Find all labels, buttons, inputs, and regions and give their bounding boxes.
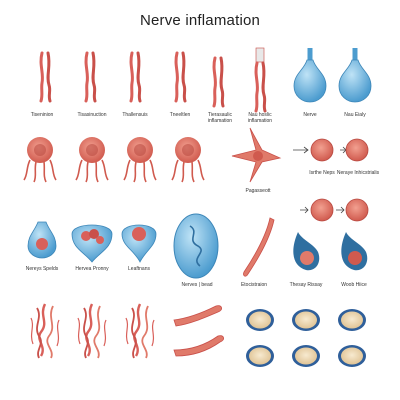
label-neraye: Neraye Inhicstrialis	[336, 170, 380, 176]
wiry-nerve-icon	[29, 302, 156, 360]
nerve-fiber-icon	[39, 51, 225, 108]
round-cell-icon	[310, 138, 369, 222]
axon-segment-icon	[173, 305, 224, 357]
label-etocistraion: Etocistraion	[240, 282, 268, 288]
blue-bulb-icon	[293, 47, 372, 103]
flask-cell-icon	[27, 221, 157, 263]
label-thallensuis: Thallensuis	[122, 112, 148, 118]
syringe-fiber-icon	[254, 47, 267, 113]
label-nereys-spelds: Nereys Spelds	[25, 266, 59, 272]
label-pagasseott: Pagasseott	[245, 188, 271, 194]
label-nerve: Nerve	[303, 112, 317, 118]
label-tneeltlen: Tneeltlen	[169, 112, 191, 118]
cross-cell-icon	[231, 127, 282, 183]
page-title: Nerve inflamation	[139, 12, 261, 29]
neuron-cell-icon	[23, 136, 205, 183]
label-woob-hiice: Woob Hiice	[341, 282, 367, 288]
label-isrthe-neps: Isrthe Neps	[309, 170, 335, 176]
label-leaftnans: Leaftnans	[128, 266, 150, 272]
oval-cell-icon	[173, 213, 219, 279]
label-nau-eialy: Nau Eialy	[344, 112, 366, 118]
label-tiseninion: Tiseninion	[30, 112, 54, 118]
label-tierasaulic: Tierasaulic inflamation	[207, 112, 233, 124]
label-thesay-rissay: Thesay Rissay	[289, 282, 323, 288]
drop-cell-icon	[293, 232, 368, 271]
label-nau-hoslic: Nau hoslic inflamation	[247, 112, 273, 124]
label-hervea-pronny: Hervea Pronny	[75, 266, 109, 272]
elongated-fiber-icon	[243, 217, 275, 277]
label-nerves-bead: Nerves | bead	[181, 282, 213, 288]
disc-cell-icon	[246, 309, 366, 367]
label-tisasinuction: Tisasinuction	[77, 112, 107, 118]
